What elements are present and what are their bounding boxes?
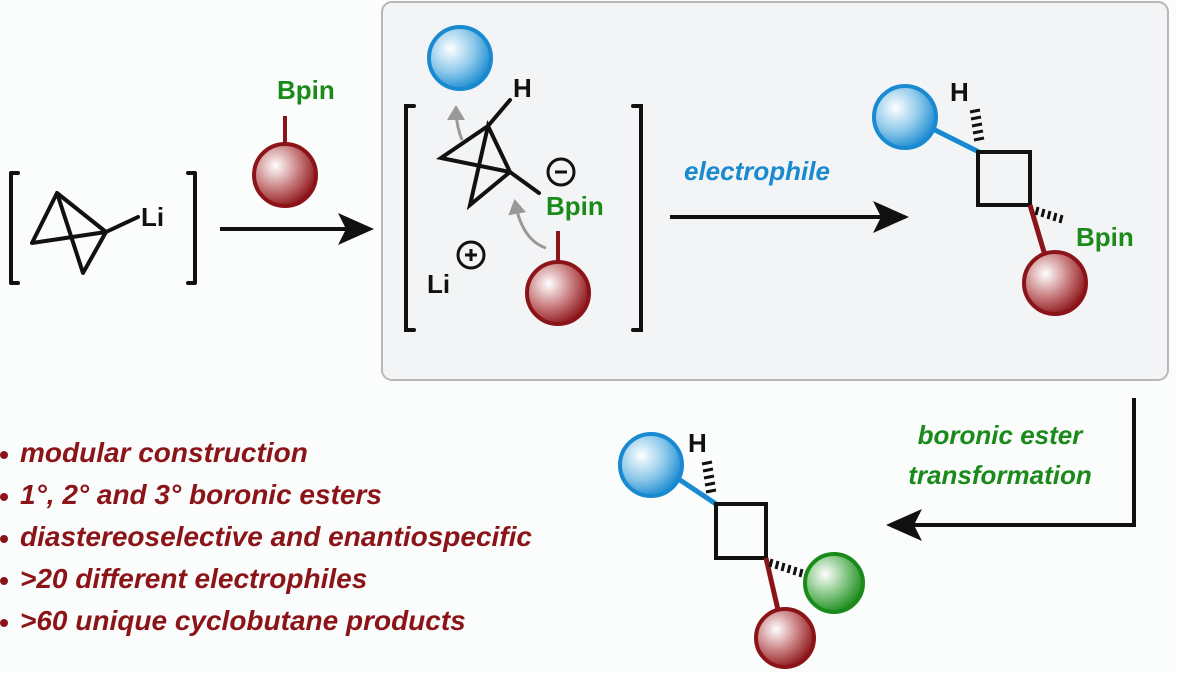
intermediate-box [381, 1, 1169, 381]
bullet-icon [0, 534, 8, 543]
right-bracket [186, 171, 197, 285]
hashed-wedge-h-product1 [969, 108, 985, 142]
curly-arrow-electrophile [447, 105, 466, 141]
bpin-label-reagent: Bpin [277, 75, 335, 105]
bicyclobutyl-lithium [9, 171, 197, 285]
boronate-complex [404, 98, 643, 332]
feature-item: diastereoselective and enantiospecific [0, 516, 532, 558]
left-bracket-2 [404, 104, 416, 332]
blue-sphere-product2 [618, 432, 684, 498]
bpin-label-product1: Bpin [1076, 222, 1134, 252]
features-list: modular construction 1°, 2° and 3° boron… [0, 432, 532, 642]
bullet-icon [0, 492, 8, 501]
h-label-product2: H [688, 428, 707, 458]
electrophile-label: electrophile [684, 156, 830, 186]
minus-charge-icon [546, 157, 576, 187]
feature-item: 1°, 2° and 3° boronic esters [0, 474, 532, 516]
bicyclobutane-core [435, 98, 541, 211]
blue-sphere-product1 [872, 84, 938, 150]
transformation-label-line2: transformation [908, 460, 1091, 490]
bullet-icon [0, 450, 8, 459]
feature-item: >60 unique cyclobutane products [0, 600, 532, 642]
blue-bond-product2 [678, 477, 718, 507]
li-label-intermediate: Li [427, 269, 450, 299]
hashed-wedge-bpin-product1 [1034, 206, 1064, 224]
red-sphere-intermediate [525, 260, 591, 326]
bullet-icon [0, 576, 8, 585]
bicyclobutane-bonds [30, 191, 140, 275]
red-sphere-product2 [754, 607, 816, 669]
green-sphere-product2 [803, 552, 865, 614]
blue-sphere-intermediate [427, 25, 493, 91]
transformation-label-line1: boronic ester [918, 420, 1085, 450]
curly-arrow-migration [508, 199, 547, 250]
red-bond-product2 [763, 557, 781, 611]
red-bond-product1 [1027, 204, 1047, 253]
blue-bond-product1 [933, 127, 981, 155]
left-bracket [9, 171, 20, 285]
red-sphere-product1 [1022, 250, 1088, 316]
hashed-wedge-h-product2 [701, 460, 717, 494]
feature-item: >20 different electrophiles [0, 558, 532, 600]
h-label-product1: H [950, 77, 969, 107]
li-label: Li [141, 202, 164, 232]
hashed-wedge-green-product2 [768, 558, 804, 578]
bpin-label-intermediate: Bpin [546, 191, 604, 221]
reaction-arrow-3 [886, 398, 1136, 541]
plus-charge-icon [456, 240, 486, 270]
cyclobutane-ring-product1 [976, 150, 1032, 207]
cyclobutane-ring-product2 [714, 502, 768, 560]
red-sphere-reagent [252, 142, 318, 208]
bullet-icon [0, 618, 8, 627]
right-bracket-2 [631, 104, 643, 332]
h-label-intermediate: H [513, 73, 532, 103]
feature-item: modular construction [0, 432, 532, 474]
